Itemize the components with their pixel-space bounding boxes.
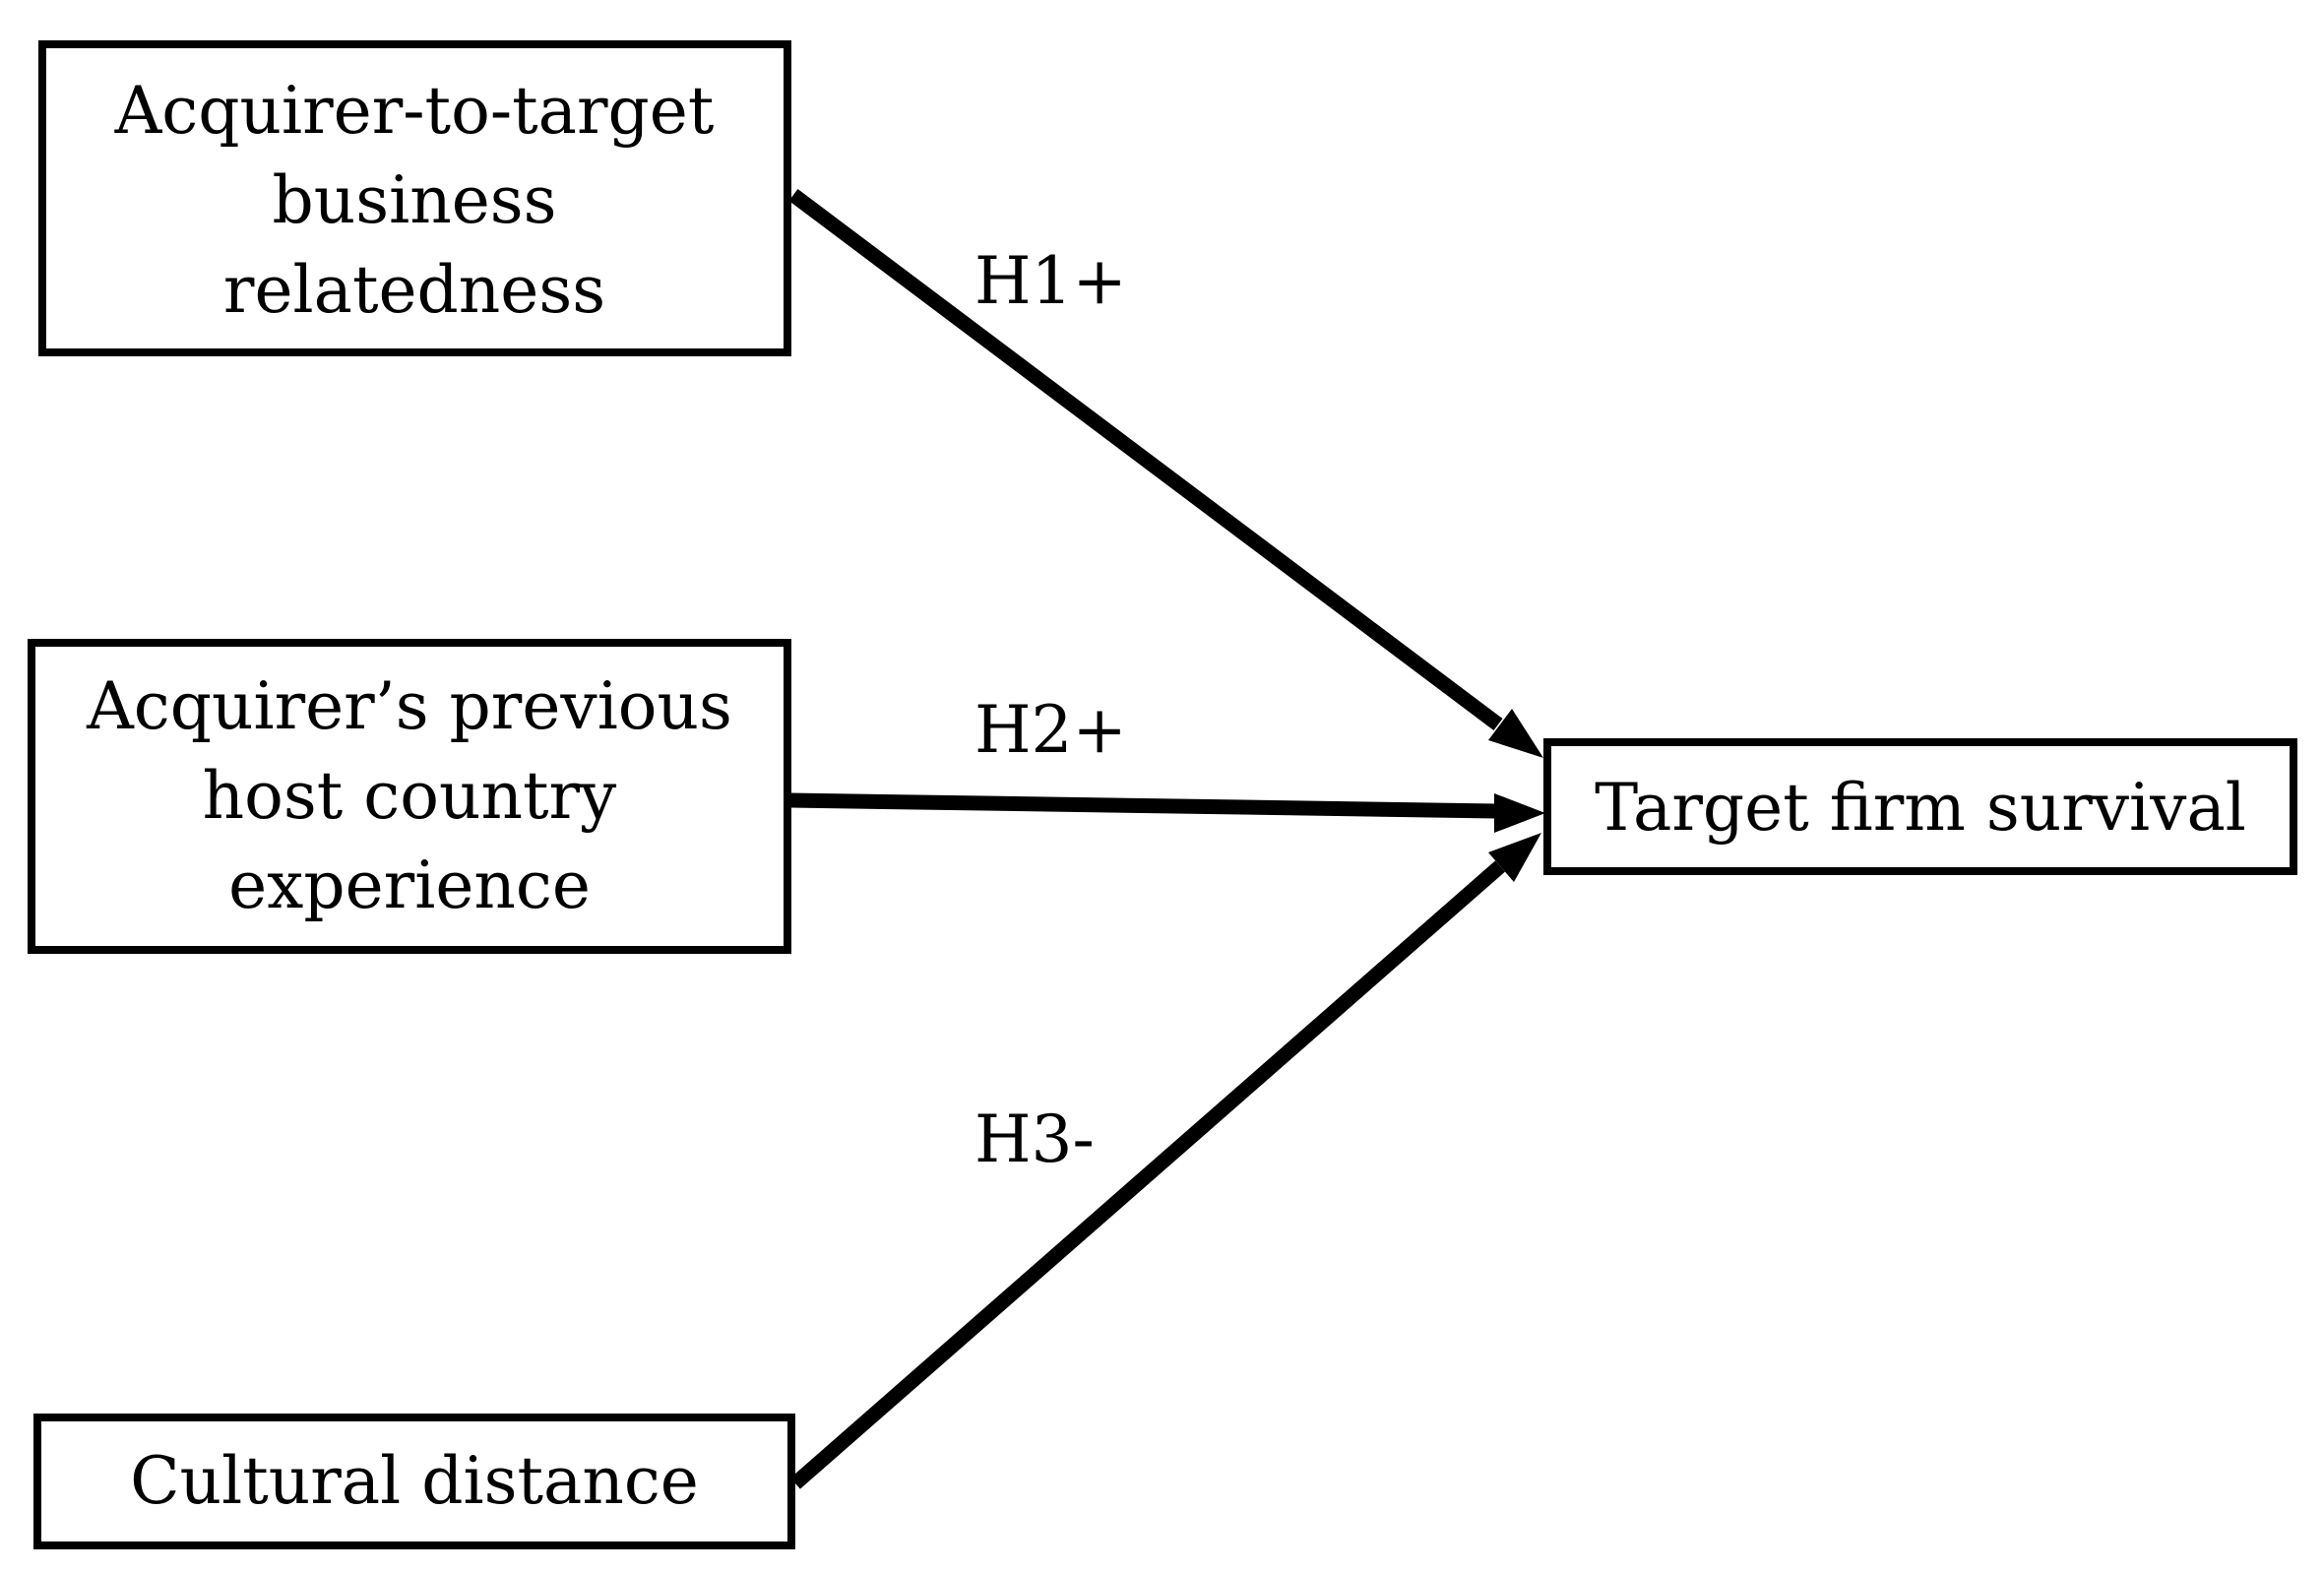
node-relatedness-line-1: Acquirer-to-target (114, 73, 715, 149)
node-distance: Cultural distance (33, 1414, 795, 1549)
node-relatedness: Acquirer-to-target business relatedness (38, 40, 791, 356)
node-experience: Acquirer’s previous host country experie… (28, 639, 791, 954)
arrow-h1 (788, 189, 1543, 758)
arrow-h2-head (1494, 793, 1545, 833)
label-h2: H2+ (974, 692, 1127, 768)
node-survival: Target firm survival (1543, 738, 2297, 875)
arrow-h3-head (1488, 833, 1541, 882)
node-experience-line-3: experience (228, 848, 591, 923)
node-survival-box (1543, 738, 2297, 875)
node-experience-line-1: Acquirer’s previous (86, 668, 732, 744)
node-experience-box (28, 639, 791, 954)
node-distance-box (33, 1414, 795, 1549)
label-h3: H3- (974, 1101, 1095, 1177)
node-experience-line-2: host country (203, 758, 617, 834)
node-relatedness-line-2: business (272, 162, 556, 238)
node-distance-line-1: Cultural distance (130, 1443, 699, 1519)
node-survival-line-1: Target firm survival (1595, 770, 2246, 846)
arrow-h3-line (790, 860, 1505, 1489)
arrow-h2-line (788, 792, 1497, 819)
node-relatedness-box (38, 40, 791, 356)
arrow-h1-line (788, 189, 1503, 730)
arrow-h3 (790, 833, 1541, 1489)
node-relatedness-line-3: relatedness (223, 252, 605, 328)
arrow-h2 (788, 792, 1545, 833)
label-h1: H1+ (974, 243, 1127, 319)
arrow-h1-head (1488, 709, 1543, 758)
